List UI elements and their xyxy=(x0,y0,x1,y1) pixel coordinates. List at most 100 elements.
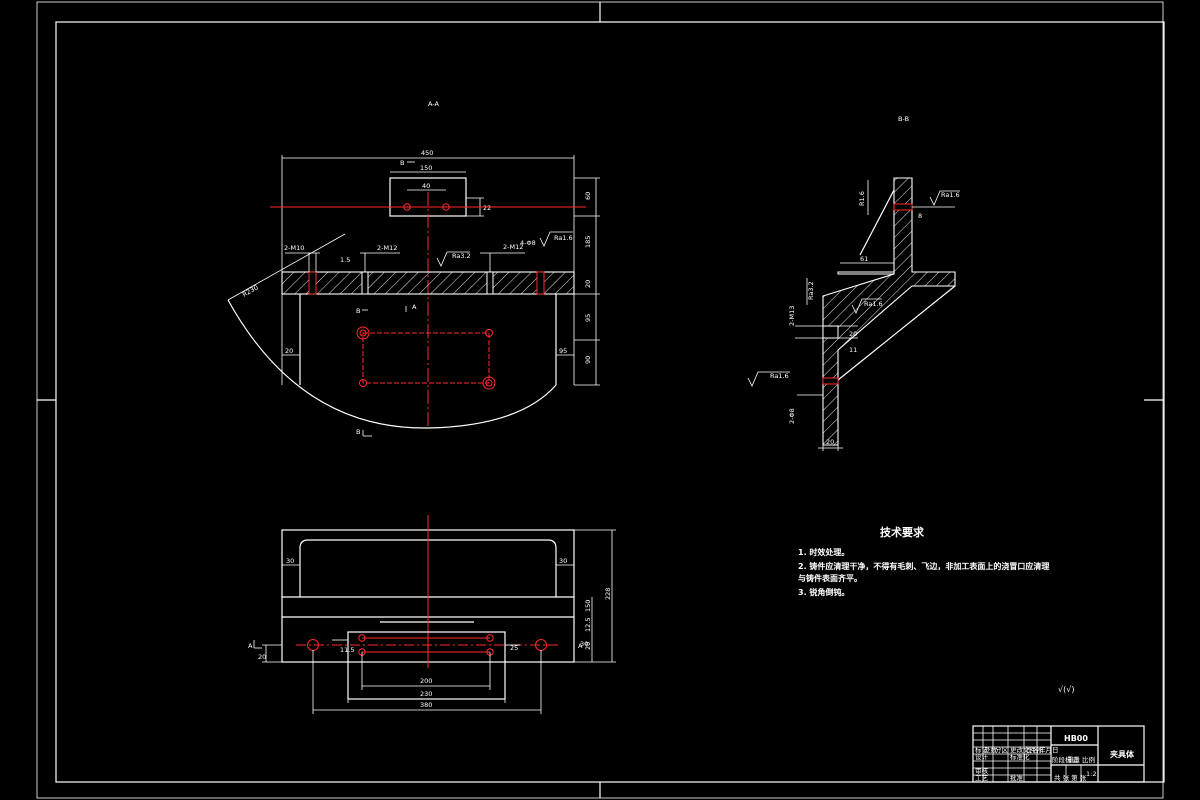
hole-pattern-rect xyxy=(362,332,490,384)
dim-top-block-height: 22 xyxy=(483,204,491,212)
radius-leader xyxy=(227,233,346,301)
hole-note-2: 2-M12 xyxy=(377,244,397,252)
tb-cell-stage: 阶段标记 xyxy=(1052,755,1079,764)
plate-section xyxy=(281,271,575,295)
section-mark-b-mid: B xyxy=(356,307,360,315)
front-dim-right-h4: 25 xyxy=(510,644,518,652)
dim-right-lower: 95 xyxy=(559,347,567,355)
bb-dim-top: R1.6 xyxy=(858,191,866,206)
gusset-lower xyxy=(837,285,956,381)
roughness-2: Ra1.6 xyxy=(554,234,573,242)
roughness-symbol-2 xyxy=(539,231,573,247)
roughness-1: Ra3.2 xyxy=(452,252,471,260)
front-left-dim: 20 xyxy=(258,653,266,661)
scale-value: 1:2 xyxy=(1086,770,1096,778)
top-view: 450 B 150 40 22 2-M10 2-M12 xyxy=(227,149,600,437)
top-block-hole-left xyxy=(403,203,411,211)
title-block: HB00 夹具体 1:2 标记 处数 分区 更改文件号 签名 年月日 设计 标准… xyxy=(972,725,1145,783)
inner-frame xyxy=(55,21,1165,783)
bb-dim-8: 8 xyxy=(918,212,922,220)
front-inner-rect xyxy=(347,631,506,700)
front-inner-width-1: 200 xyxy=(420,677,432,685)
tech-requirements: 技术要求 1. 时效处理。 2. 铸件应清理干净，不得有毛刺、飞边，非加工表面上… xyxy=(798,525,1049,597)
bb-dim-11: 11 xyxy=(849,346,857,354)
dim-left-lower: 20 xyxy=(285,347,293,355)
tb-cell-standard: 标准化 xyxy=(1010,752,1030,761)
front-dim-right-total: 228 xyxy=(604,588,612,600)
hole-note-4: 4-Φ8 xyxy=(520,239,536,247)
tb-cell-zone: 分区 xyxy=(995,745,1009,754)
bb-roughness-symbol-3 xyxy=(851,298,882,314)
bb-dim-20: 20 xyxy=(849,330,857,338)
tech-item-4: 3. 锐角倒钝。 xyxy=(798,587,849,597)
part-name: 夹具体 xyxy=(1110,749,1135,759)
tech-item-3: 与铸件表面齐平。 xyxy=(798,573,862,583)
small-dim: 1.5 xyxy=(340,256,350,264)
front-hole-1 xyxy=(358,634,366,642)
radius-label: R230 xyxy=(241,283,260,298)
bb-roughness-2: Ra3.2 xyxy=(807,281,815,300)
plate-hole-1 xyxy=(308,271,317,295)
section-bb-body xyxy=(822,177,956,446)
front-section-mark-a: A xyxy=(248,642,253,650)
front-dim-right-h2: 12.5 xyxy=(584,618,592,632)
hole-note-3: 2-M12 xyxy=(503,243,523,251)
bb-hole-top xyxy=(893,203,913,211)
bb-hole-note: 2-M13 xyxy=(788,306,796,326)
dim-overall-width: 450 xyxy=(421,149,433,157)
bb-bottom-note: 2-Φ8 xyxy=(788,408,796,424)
bb-dim-61: 61 xyxy=(860,255,868,263)
hole-large-tl xyxy=(356,326,370,340)
hole-small-bl xyxy=(359,379,367,387)
section-bb-view: R1.6 61 8 Ra1.6 Ra3.2 Ra1.6 2-M13 20 11 … xyxy=(747,177,960,451)
front-hole-2 xyxy=(486,634,494,642)
tech-item-1: 1. 时效处理。 xyxy=(798,547,849,557)
dim-top-block-width: 150 xyxy=(420,164,432,172)
tb-cell-approve: 批准 xyxy=(1010,773,1024,782)
surface-finish-symbol: √(√) xyxy=(1058,685,1074,694)
bb-roughness-symbol-4 xyxy=(747,371,790,387)
plate-hole-2 xyxy=(361,271,369,295)
outer-border xyxy=(36,1,1164,799)
front-dim-left-30: 30 xyxy=(286,557,294,565)
hole-large-br xyxy=(482,376,496,390)
lower-arc xyxy=(227,299,557,429)
section-label-b: B-B xyxy=(898,115,909,123)
bb-roughness-4: Ra1.6 xyxy=(770,372,789,380)
top-block-hole-right xyxy=(442,203,450,211)
front-outer-width: 380 xyxy=(420,701,432,709)
front-left-dim-2: 11.5 xyxy=(340,646,354,654)
front-inner-width-2: 230 xyxy=(420,690,432,698)
bb-roughness-3: Ra1.6 xyxy=(864,300,883,308)
tech-item-2: 2. 铸件应清理干净，不得有毛刺、飞边，非加工表面上的浇冒口应清理 xyxy=(798,561,1049,571)
section-mark-a-mid: A xyxy=(412,303,417,311)
hole-note-1: 2-M10 xyxy=(284,244,304,252)
section-mark-b-bottom: B xyxy=(356,428,360,436)
bb-hole-low xyxy=(822,377,839,385)
bb-hole-mid xyxy=(822,325,839,339)
dim-right-lower1: 95 xyxy=(584,314,592,322)
tb-cell-scale: 比例 xyxy=(1082,755,1095,764)
dim-hole-spacing: 40 xyxy=(422,182,430,190)
tb-cell-count: 处数 xyxy=(984,745,998,754)
front-section-mark-a-right: A xyxy=(578,642,583,650)
tb-cell-design: 设计 xyxy=(975,752,989,761)
plate-hole-3 xyxy=(486,271,494,295)
tb-cell-mark: 标记 xyxy=(975,745,989,754)
bb-roughness-1: Ra1.6 xyxy=(941,191,960,199)
bb-dim-bottom: 20 xyxy=(826,438,834,446)
plate-hole-4 xyxy=(536,271,545,295)
front-inner-profile xyxy=(299,539,557,597)
sheet-frame xyxy=(36,1,1165,799)
tech-requirements-title: 技术要求 xyxy=(880,525,925,539)
dim-right-lower2: 90 xyxy=(584,356,592,364)
part-code: HB00 xyxy=(1064,734,1088,743)
dim-right-top: 60 xyxy=(584,192,592,200)
tb-cell-sheets: 共 张 第 张 xyxy=(1054,773,1087,782)
section-label-a: A-A xyxy=(428,100,440,108)
tb-cell-change: 更改文件号 xyxy=(1010,745,1043,754)
hole-small-tr xyxy=(485,329,493,337)
front-dim-right-h3: 20 xyxy=(584,642,592,650)
roughness-symbol-1 xyxy=(436,251,470,267)
